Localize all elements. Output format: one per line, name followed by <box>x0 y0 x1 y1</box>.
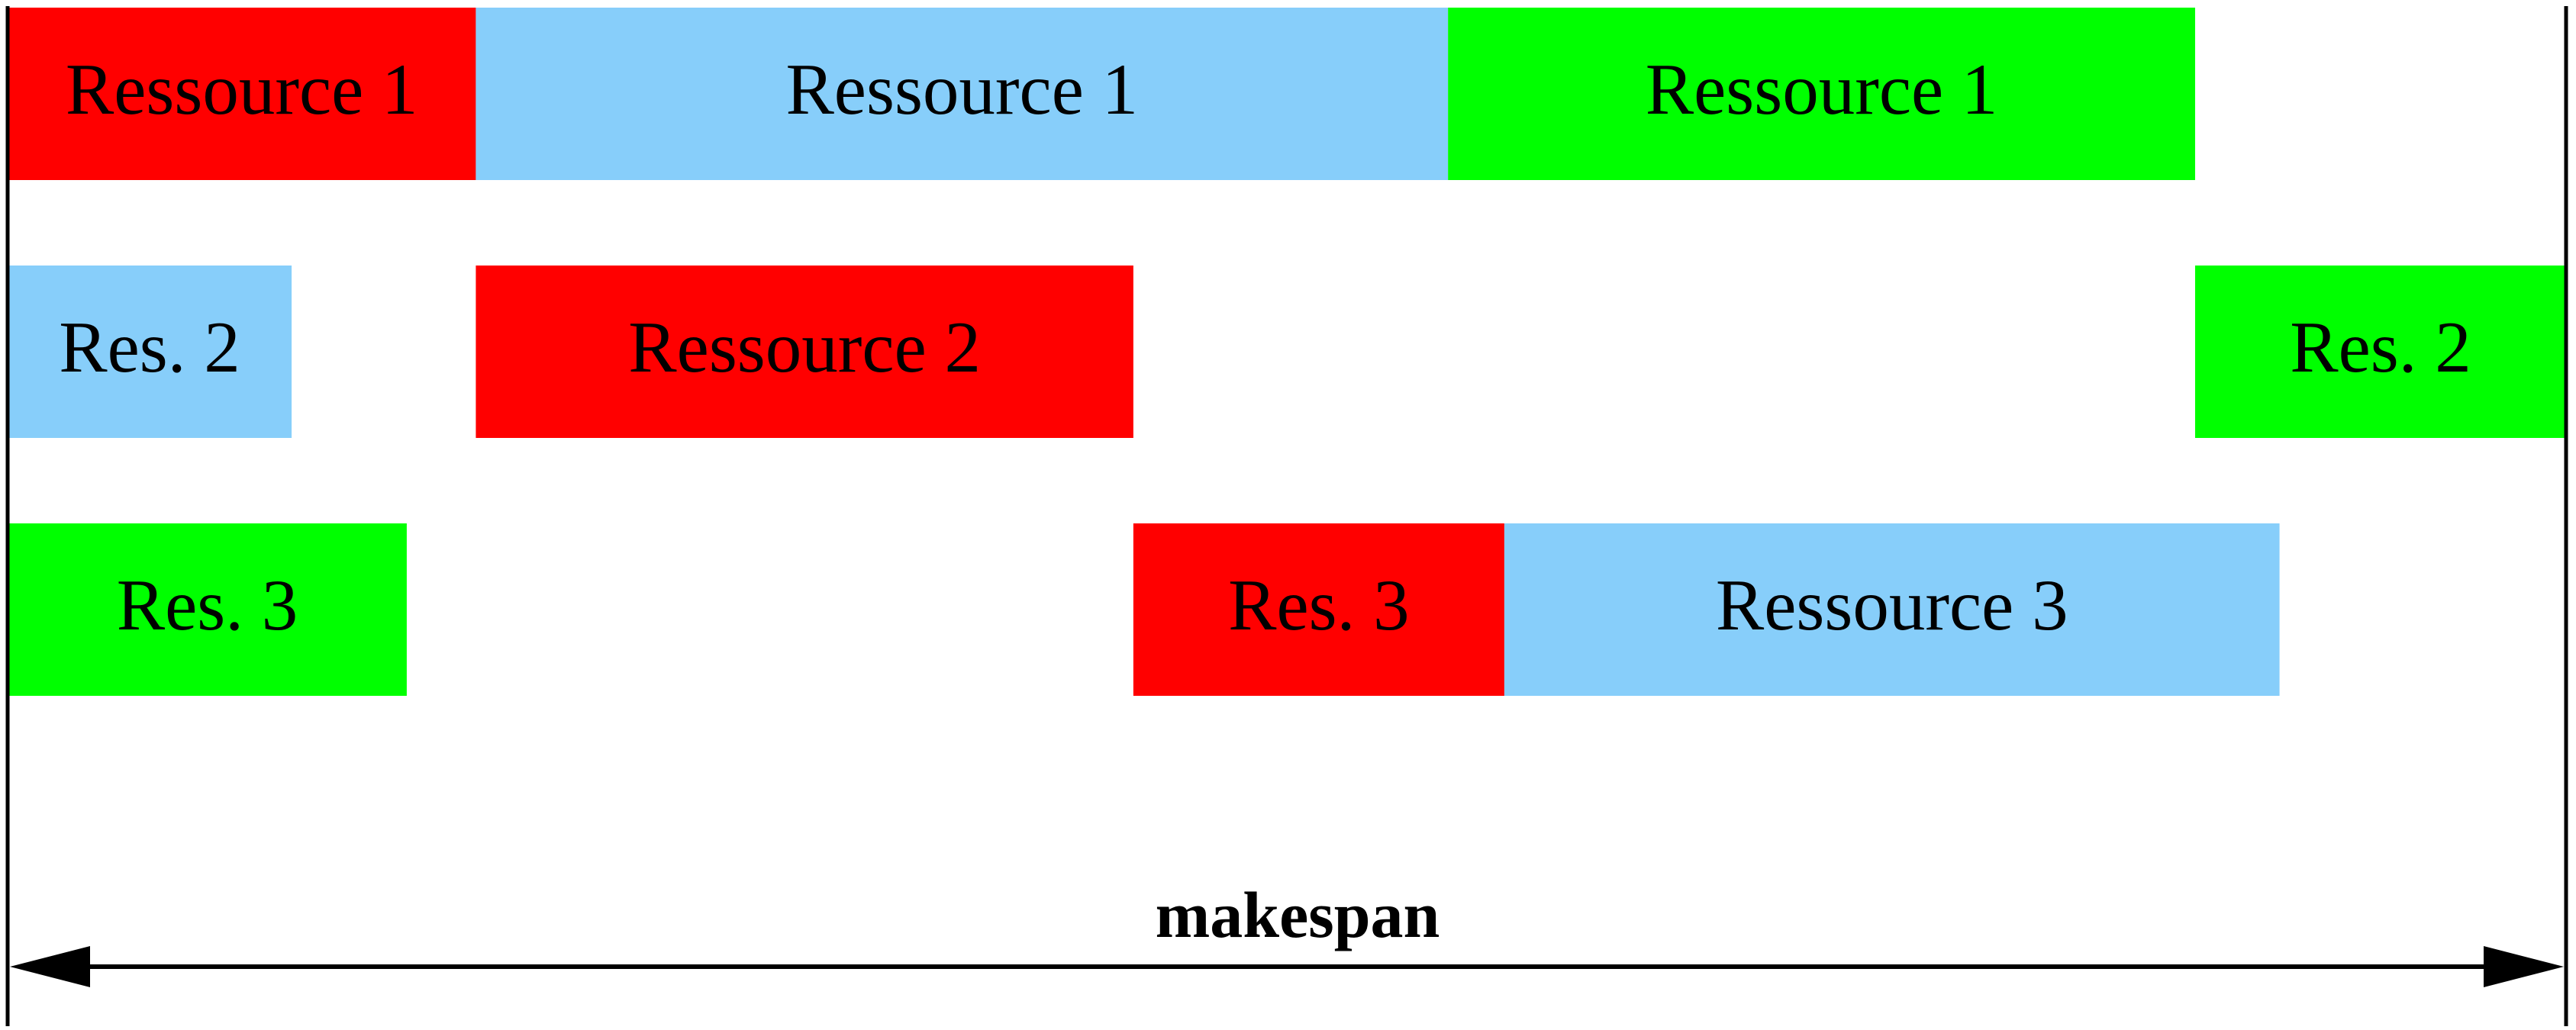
task-bar-r2-t1 <box>8 266 292 438</box>
task-label-r1-t2: Ressource 1 <box>785 49 1138 130</box>
task-label-r3-t3: Ressource 3 <box>1716 565 2068 645</box>
task-label-r3-t2: Res. 3 <box>1228 565 1410 645</box>
task-bar-r3-t1 <box>8 523 407 696</box>
task-bar-r2-t3 <box>2194 266 2566 438</box>
task-bar-r1-t3 <box>1448 8 2195 180</box>
task-bar-r1-t2 <box>476 8 1449 180</box>
task-label-r2-t2: Ressource 2 <box>628 307 981 388</box>
makespan-label: makespan <box>1156 878 1440 951</box>
task-label-r2-t3: Res. 2 <box>2290 307 2471 388</box>
task-bar-r3-t3 <box>1504 523 2280 696</box>
makespan-arrow-head-left <box>10 946 90 987</box>
task-bars: Ressource 1 Ressource 1 Ressource 1 Res. 2 R… <box>8 8 2566 696</box>
task-label-r1-t3: Ressource 1 <box>1646 49 1998 130</box>
task-bar-r1-t1 <box>8 8 476 180</box>
task-label-r1-t1: Ressource 1 <box>66 49 418 130</box>
task-label-r3-t1: Res. 3 <box>117 565 298 645</box>
task-bar-r3-t2 <box>1133 523 1504 696</box>
task-label-r2-t1: Res. 2 <box>59 307 240 388</box>
task-bar-r2-t2 <box>476 266 1133 438</box>
makespan-arrow-head-right <box>2484 946 2564 987</box>
makespan-arrow <box>10 946 2564 987</box>
